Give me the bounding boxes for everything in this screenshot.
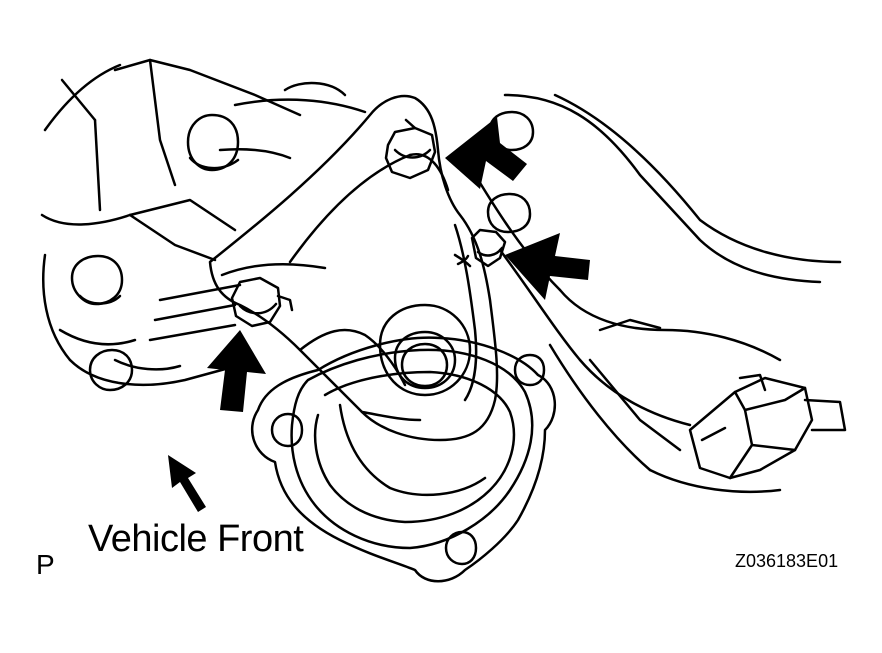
direction-arrow-icon [168,455,206,512]
pointer-arrow-icon [207,330,266,412]
bolt-upper [384,126,437,180]
harness-connector [688,373,847,480]
figure-code-label: Z036183E01 [735,551,839,571]
mount-bracket [208,94,499,442]
frame-member [458,93,842,494]
pointer-arrow-icon [445,117,527,189]
pointer-arrow-icon [505,233,590,300]
mount-base [250,336,557,583]
mount-bolts [230,118,507,328]
bolt-right [470,228,507,268]
vehicle-front-label: Vehicle Front [88,518,304,560]
bolt-left [230,276,282,328]
view-marker-label: P [36,549,55,580]
engine-housing [40,58,367,387]
